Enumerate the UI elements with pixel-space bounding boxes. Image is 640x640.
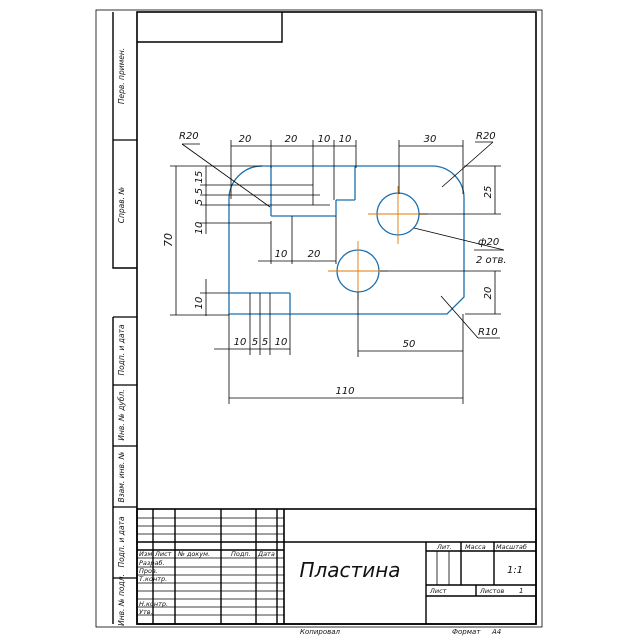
dim-top-10b: 10 [339,134,352,145]
tb-lit: Лит. [436,543,452,551]
dim-inner-10: 10 [275,249,288,260]
podp-i-data-label-1: Подп. и дата [117,324,126,375]
dim-bottom-5b: 5 [262,337,268,348]
tb-list: Лист [154,550,172,558]
dim-bottom-5a: 5 [252,337,258,348]
vzam-inv-no-label: Взам. инв. № [117,451,126,502]
tb-utv: Утв. [139,608,153,616]
dim-left-5a: 5 [194,188,205,194]
dim-left-15: 15 [194,171,205,184]
dim-50: 50 [403,339,416,350]
copied-label: Копировал [300,628,341,636]
inv-no-podl-label: Инв. № подл. [117,574,126,626]
dim-left-70: 70 [162,233,175,247]
dim-r20-left: R20 [179,131,199,142]
tb-izm: Изм [139,550,152,558]
tb-listov-label: Листов [479,587,504,595]
part-title: Пластина [299,558,400,582]
dim-bottom-10b: 10 [275,337,288,348]
perv-primen-label: Перв. примен. [117,48,126,104]
dimension-labels: R20 R20 R10 20 20 10 10 30 15 5 5 10 70 … [162,131,507,397]
tb-list-label: Лист [429,587,447,595]
dim-r20-right: R20 [476,131,496,142]
tb-prov: Пров. [139,567,158,575]
side-strip: Перв. примен. Справ. № Подп. и дата Инв.… [112,12,137,626]
dim-top-20a: 20 [239,134,252,145]
dim-hole-qty: 2 отв. [476,255,507,266]
dim-left-10: 10 [194,222,205,235]
dim-right-25: 25 [483,186,494,199]
tb-doc-no: № докум. [177,550,210,558]
dim-bottom-10a: 10 [234,337,247,348]
dim-top-10a: 10 [318,134,331,145]
working-frame [136,11,537,625]
sheet-border [95,9,543,628]
format-value: А4 [491,628,501,636]
tb-masshtab: Масштаб [496,543,527,551]
tb-podp: Подп. [231,550,251,558]
podp-i-data-label-2: Подп. и дата [117,516,126,567]
dim-inner-20: 20 [308,249,321,260]
dimension-lines [170,140,505,404]
part-outline [228,165,465,315]
sprav-no-label: Справ. № [117,187,126,224]
inv-no-dubl-label: Инв. № дубл. [117,389,126,440]
tb-sheet-count: 1 [519,587,523,595]
dim-110: 110 [335,386,354,397]
dim-left-5b: 5 [194,199,205,205]
dim-left-10-bottom: 10 [194,297,205,310]
tb-scale-value: 1:1 [507,565,523,576]
tb-n-kontr: Н.контр. [139,600,168,608]
tb-data: Дата [257,550,275,558]
dim-top-20b: 20 [285,134,298,145]
tb-razrab: Разраб. [139,559,165,567]
dim-top-30: 30 [424,134,437,145]
dim-right-20: 20 [483,287,494,300]
tb-t-kontr: Т.контр. [139,575,167,583]
dim-r10: R10 [478,327,498,338]
title-block: Изм Лист № докум. Подп. Дата Разраб. Про… [136,508,537,625]
format-label: Формат [452,628,481,636]
tb-massa: Масса [465,543,486,551]
top-left-marker [137,12,283,43]
dim-hole-dia: ф20 [478,237,499,248]
